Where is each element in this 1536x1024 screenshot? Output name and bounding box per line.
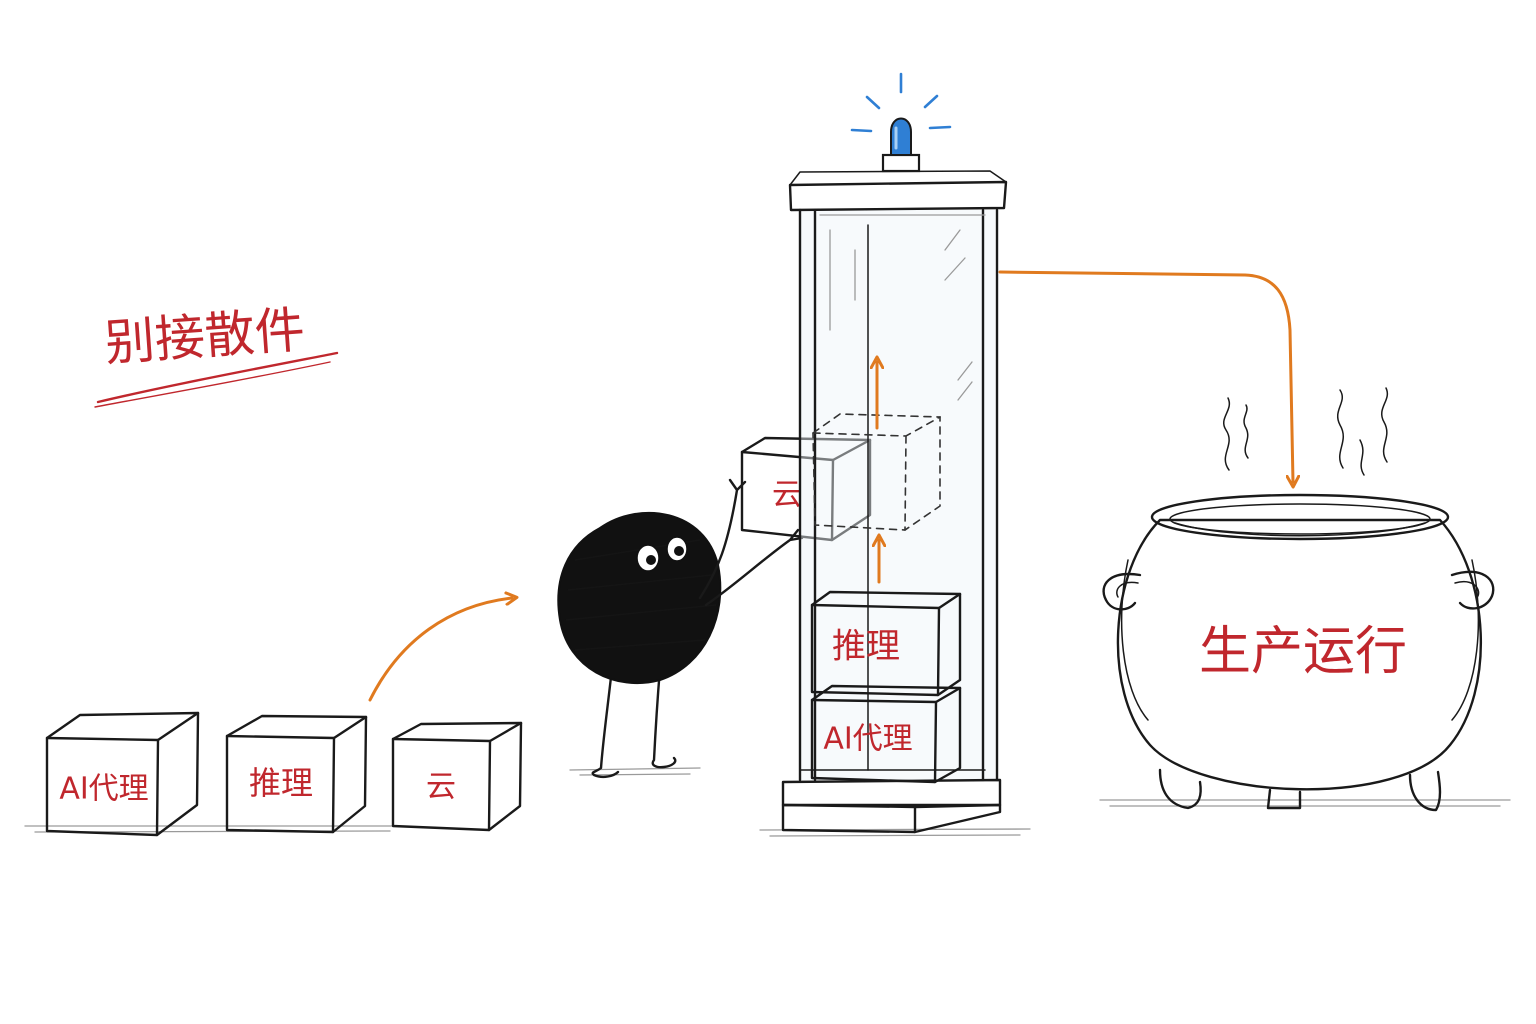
pot-label: 生产运行	[1199, 622, 1407, 682]
tower-box-label: AI代理	[823, 722, 912, 757]
tower-box-inference: 推理	[810, 590, 962, 697]
tower-box-ai-agent: AI代理	[810, 684, 962, 784]
held-box-cloud: 云	[740, 436, 872, 542]
ground-box-ai-agent: AI代理	[45, 711, 200, 837]
cauldron-pot: 生产运行	[1102, 493, 1495, 812]
held-box-label: 云	[772, 478, 802, 513]
placeholder-slot	[812, 413, 941, 531]
steam-wisps-icon	[1223, 387, 1389, 476]
ground-box-label: 推理	[249, 764, 313, 802]
heading-text: 别接散件	[103, 301, 307, 373]
heading-underline	[96, 351, 339, 404]
tower-box-label: 推理	[832, 627, 900, 667]
ground-box-label: AI代理	[59, 772, 148, 807]
flow-arrow-to-character	[368, 598, 512, 702]
ground-box-cloud: 云	[391, 721, 523, 832]
ground-shading	[24, 767, 1511, 837]
heading-underline-2	[94, 361, 331, 408]
ink-blob-character-icon	[557, 478, 804, 779]
ground-box-inference: 推理	[225, 714, 368, 834]
blue-beacon-light-icon	[850, 72, 952, 173]
ground-box-label: 云	[426, 770, 456, 805]
heading-group: 别接散件	[94, 301, 339, 408]
flow-arrow-to-pot	[998, 270, 1293, 482]
